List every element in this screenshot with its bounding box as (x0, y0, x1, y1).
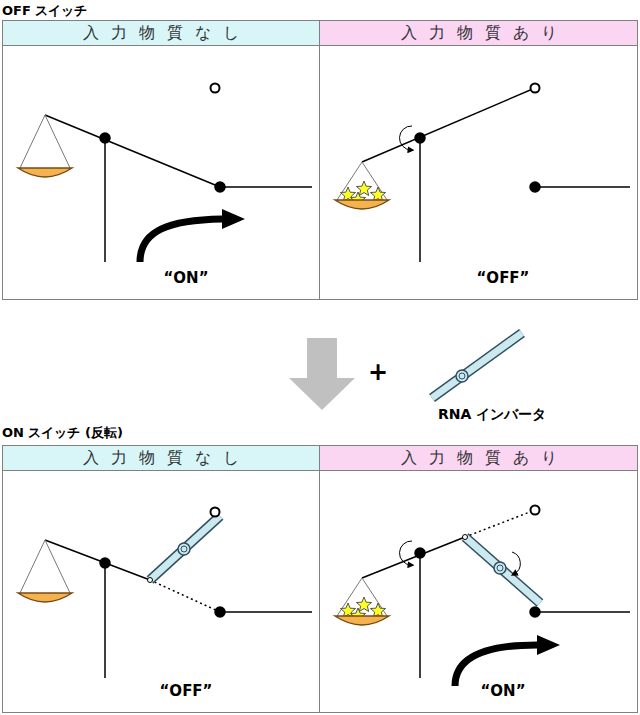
illustration-part (537, 635, 560, 655)
condition-header: 入力物質あり (320, 21, 637, 46)
illustration-part (415, 548, 425, 558)
illustration-part (531, 506, 540, 515)
illustration-part (215, 607, 225, 617)
illustration-part (465, 510, 535, 537)
illustration-part (148, 578, 153, 583)
condition-header: 入力物質なし (3, 446, 319, 471)
illustration-part (465, 537, 540, 603)
illustration-part (456, 370, 468, 382)
illustration-part (18, 168, 72, 177)
illustration-part (20, 115, 45, 168)
illustration-part (455, 645, 537, 686)
condition-cell: 入力物質あり “OFF” (319, 20, 638, 300)
illustration-part (211, 508, 220, 517)
illustration-part (335, 200, 389, 209)
switch-panel: ON スイッチ (反転) 入力物質なし “OFF” 入力物質あり “ON” (0, 422, 640, 713)
switch-state: “ON” (443, 682, 563, 700)
balance-off-input-present (335, 84, 630, 263)
illustration-part (178, 543, 190, 555)
illustration-part (104, 563, 106, 678)
illustration-part (100, 558, 110, 568)
illustration-part (399, 541, 412, 565)
illustration-part (465, 537, 540, 603)
illustration-part (459, 373, 465, 379)
illustration-part (45, 540, 70, 593)
illustration-part (45, 115, 70, 168)
illustration-part (220, 186, 312, 188)
transform-arrow (289, 338, 355, 410)
plus-sign: + (368, 358, 388, 386)
illustration-part (432, 333, 522, 398)
illustration-part (20, 540, 45, 593)
switch-panel: OFF スイッチ入力物質なし “ON” 入力物質あり “OFF” (0, 0, 640, 300)
balance-off-input-none (18, 84, 312, 263)
illustration-part (419, 553, 421, 678)
balance-on-input-none (18, 508, 312, 679)
condition-header: 入力物質あり (320, 446, 637, 471)
condition-cell: 入力物質なし “OFF” (2, 445, 320, 713)
switch-heading: ON スイッチ (反転) (2, 424, 123, 442)
switch-state: “ON” (126, 269, 246, 287)
illustration-part (432, 333, 522, 398)
illustration-part (415, 133, 425, 143)
illustration-part (362, 88, 535, 162)
illustration-part (419, 138, 421, 262)
switch-state: “OFF” (126, 682, 246, 700)
condition-cell: 入力物質あり “ON” (319, 445, 638, 713)
rna-inverter-icon (432, 333, 522, 398)
illustration-part (222, 209, 245, 229)
switch-state: “OFF” (443, 269, 563, 287)
balance-on-input-present (335, 506, 630, 687)
illustration-part (181, 546, 187, 552)
illustration-part (211, 84, 220, 93)
switch-heading: OFF スイッチ (2, 2, 87, 20)
illustration-part (220, 611, 312, 613)
component-name: RNA インバータ (438, 406, 546, 424)
illustration-part (45, 115, 220, 187)
illustration-part (535, 611, 630, 613)
illustration-part (18, 593, 72, 602)
illustration-part (150, 516, 220, 580)
illustration-part (530, 182, 540, 192)
illustration-part (494, 562, 506, 574)
illustration-part (512, 552, 520, 574)
illustration-part (150, 516, 220, 580)
illustration-part (531, 84, 540, 93)
illustration-part (215, 182, 225, 192)
illustration-part (140, 219, 222, 262)
illustration-part (535, 186, 630, 188)
illustration-part (463, 535, 468, 540)
illustration-part (399, 126, 412, 150)
illustration-part (100, 133, 110, 143)
condition-cell: 入力物質なし “ON” (2, 20, 320, 300)
condition-header: 入力物質なし (3, 21, 319, 46)
illustration-part (150, 580, 220, 612)
illustration-part (362, 537, 465, 578)
illustration-part (530, 607, 540, 617)
illustration-part (104, 138, 106, 262)
illustration-part (497, 565, 503, 571)
illustration-part (335, 616, 389, 625)
